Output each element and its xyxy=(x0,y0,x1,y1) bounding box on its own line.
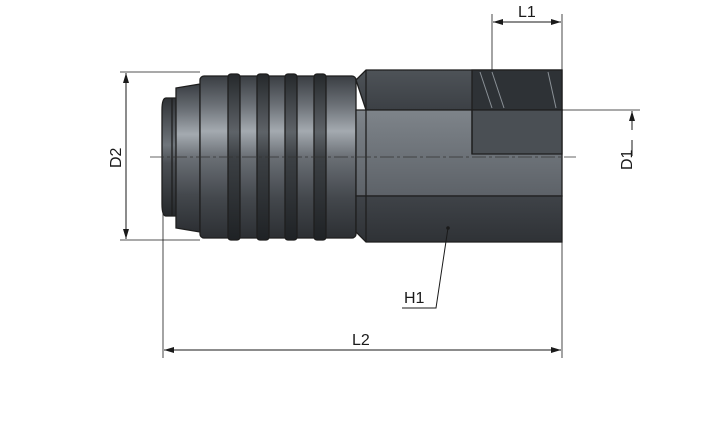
label-l2: L2 xyxy=(352,332,370,349)
label-d2: D2 xyxy=(108,147,125,168)
hex-bottom-face xyxy=(355,195,563,243)
thread-cutaway xyxy=(471,69,563,155)
label-d1: D1 xyxy=(619,149,636,170)
coupling-body xyxy=(161,69,563,243)
front-ring xyxy=(175,83,201,233)
label-l1: L1 xyxy=(518,4,536,21)
dimension-lines xyxy=(123,19,635,353)
label-h1: H1 xyxy=(404,290,425,307)
